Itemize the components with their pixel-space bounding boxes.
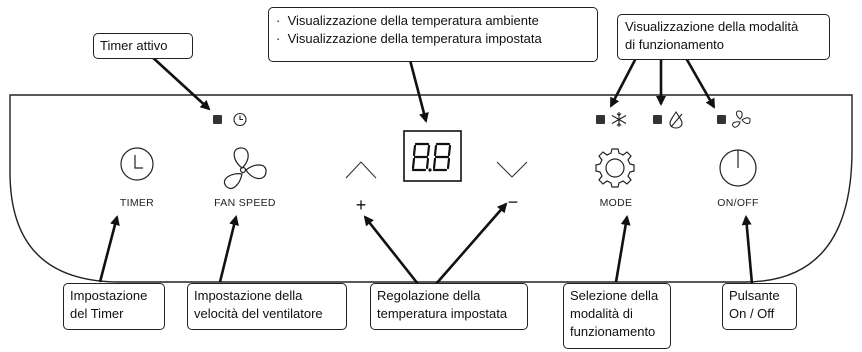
- arrow-fan-speed: [218, 215, 239, 283]
- arrow-timer-active: [149, 54, 211, 111]
- timer-button-label: TIMER: [120, 197, 154, 209]
- clock-icon: [120, 147, 154, 181]
- fan-speed-button[interactable]: FAN SPEED: [214, 147, 276, 209]
- dry-mode-led: [653, 115, 662, 124]
- power-icon: [719, 149, 757, 187]
- arrow-mode-fan: [684, 57, 716, 109]
- display-digits: [411, 142, 452, 172]
- timer-led: [213, 115, 222, 124]
- up-chevron-icon: [345, 161, 377, 179]
- callout-temperature-display: · Visualizzazione della temperatura ambi…: [268, 7, 598, 62]
- temperature-display: [403, 130, 462, 182]
- arrow-timer-setting: [98, 215, 120, 283]
- snowflake-icon: [611, 112, 627, 127]
- cool-mode-led: [596, 115, 605, 124]
- temperature-down-button[interactable]: [496, 161, 528, 178]
- timer-led-clock-icon: [233, 112, 247, 127]
- arrow-mode-cool: [609, 57, 638, 108]
- mode-button-label: MODE: [600, 197, 633, 209]
- fan-speed-button-label: FAN SPEED: [214, 197, 276, 209]
- callout-arrows: [98, 54, 754, 285]
- fan-mode-led: [717, 115, 726, 124]
- callout-power-button: Pulsante On / Off: [722, 283, 797, 330]
- gear-icon: [595, 148, 635, 188]
- arrow-temp-minus: [435, 202, 508, 285]
- down-chevron-icon: [496, 161, 528, 178]
- temperature-display-line-1: · Visualizzazione della temperatura ambi…: [276, 13, 539, 28]
- plus-sign: +: [356, 195, 367, 215]
- callout-fan-speed-setting: Impostazione della velocità del ventilat…: [187, 283, 347, 330]
- callout-temperature-adjust: Regolazione della temperatura impostata: [370, 283, 528, 330]
- power-button[interactable]: ON/OFF: [717, 149, 758, 209]
- fan-icon: [223, 147, 267, 190]
- temperature-up-button[interactable]: [345, 161, 377, 179]
- mode-button[interactable]: MODE: [595, 148, 635, 209]
- callout-timer-active: Timer attivo: [93, 33, 193, 59]
- water-drop-icon: [669, 111, 683, 129]
- arrow-mode-select: [614, 215, 631, 283]
- callout-mode-display: Visualizzazione della modalità di funzio…: [617, 14, 830, 60]
- power-button-label: ON/OFF: [717, 197, 758, 209]
- arrow-power: [741, 215, 754, 285]
- temperature-display-line-2: · Visualizzazione della temperatura impo…: [276, 31, 542, 46]
- callout-timer-setting: Impostazione del Timer: [63, 283, 165, 330]
- arrow-temp-plus: [363, 215, 420, 285]
- panel-outline: [9, 94, 853, 283]
- minus-sign: −: [508, 192, 519, 212]
- timer-button[interactable]: TIMER: [120, 147, 154, 209]
- callout-mode-select: Selezione della modalità di funzionament…: [563, 283, 671, 349]
- arrow-temperature-display: [408, 59, 429, 123]
- fan-mode-icon: [732, 110, 751, 128]
